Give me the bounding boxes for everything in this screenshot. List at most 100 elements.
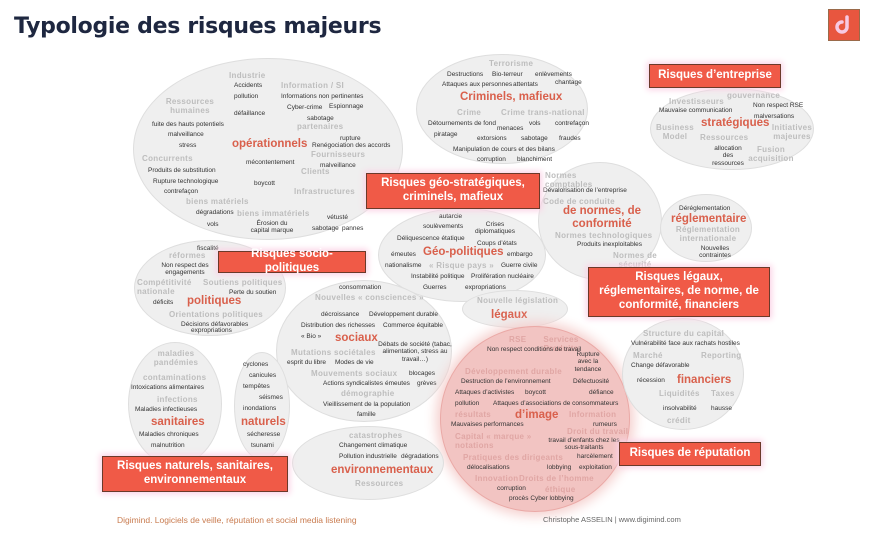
term: extorsions [477,135,507,142]
term: Maladies chroniques [139,431,199,438]
term: fraudes [559,135,581,142]
term: Renégociation des accords [312,142,391,149]
category: Information [569,410,617,419]
term: émeutes [391,251,416,258]
term: tsunami [251,442,274,449]
term: chantage [555,79,582,86]
term: Guerre civile [501,262,538,269]
term: Attaques d’activistes [455,389,515,396]
keyword-normes: de normes, de conformité [563,205,641,231]
category: Infrastructures [294,187,355,196]
term: Modes de vie [335,359,374,366]
term: Coups d’états [477,240,517,247]
category: éthique [545,485,576,494]
term: allocation des ressources [712,145,744,167]
term: mécontentement [246,159,295,166]
term: Non respect des engagements [161,262,209,277]
term: Défectuosité [573,378,610,385]
category: démographie [341,389,395,398]
term: malversations [754,113,795,120]
keyword-image: d’image [515,409,559,421]
term: sécheresse [247,431,281,438]
category: Initiatives majeures [771,123,813,142]
keyword-naturels: naturels [241,416,286,428]
category: Nouvelle législation [477,296,559,305]
term: Prolifération nucléaire [471,273,534,280]
category: Services Produits [543,335,579,354]
term: Dévalorisation de l’entreprise [543,187,627,194]
label-risques-legaux: Risques légaux, réglementaires, de norme… [588,267,770,317]
term: canicules [249,372,277,379]
term: sabotage [312,225,339,232]
term: attentats [513,81,538,88]
term: séismes [259,394,283,401]
category: Crime trans-national [501,108,585,117]
bubble-naturels: cyclones canicules tempêtes séismes inon… [234,352,290,460]
term: malveillance [320,162,356,169]
term: grèves [417,380,437,387]
term: Vieillissement de la population [323,401,411,408]
term: Manipulation de cours et des bilans [453,146,555,153]
term: Instabilité politique [411,273,465,280]
term: insolvabilité [663,405,697,412]
category: Normes de sécurité [612,251,658,270]
term: lobbying [547,464,572,471]
term: Crises diplomatiques [474,221,516,236]
term: Décisions défavorables [181,321,249,328]
term: Changement climatique [339,442,408,449]
term: stress [179,142,197,149]
category: biens matériels [186,197,249,206]
category: Droits de l’homme [519,474,594,483]
category: Pratiques des dirigeants [463,453,564,462]
bubble-reglementaire: Déréglementation Réglementation internat… [660,194,752,262]
term: Rupture avec la tendance [574,351,602,373]
bubble-image: RSE Services Produits Non respect condit… [440,326,630,512]
category: Droit du travail [567,427,629,436]
term: consommation [339,284,382,291]
category: Mutations sociétales [291,348,376,357]
term: Distribution des richesses [301,322,376,329]
category: réformes [169,251,206,260]
label-risques-naturels: Risques naturels, sanitaires, environnem… [102,456,288,492]
category: Industrie [229,71,266,80]
term: esprit du libre [287,359,327,366]
term: corruption [497,485,526,492]
label-risques-geo-strategiques: Risques géo-stratégiques, criminels, maf… [366,173,540,209]
category: Information / SI [281,81,345,90]
term: boycott [525,389,546,396]
bubble-geopolitiques: autarcie soulèvements Crises diplomatiqu… [378,208,546,302]
category: Structure du capital [643,329,725,338]
category: Capital « marque » notations [455,432,532,451]
category: Compétitivité nationale [137,278,192,297]
term: fiscalité [197,245,219,252]
bubble-legaux: Nouvelle législation légaux [462,290,568,328]
label-risques-entreprise: Risques d’entreprise [649,64,781,88]
term: Produits de substitution [148,167,216,174]
term: Actions syndicalistes [323,380,383,387]
term: Cyber-crime [287,104,323,111]
term: Maladies infectieuses [135,406,198,413]
keyword-reglementaire: réglementaire [671,213,747,225]
term: soulèvements [423,223,464,230]
category: Ressources [700,133,749,142]
keyword-sociaux: sociaux [335,332,378,344]
bubble-politiques: fiscalité réformes Non respect des engag… [134,240,286,336]
term: corruption [477,156,506,163]
category: catastrophes [349,431,403,440]
term: menaces [497,125,524,132]
bubble-operationnels: Industrie Information / SI Ressources hu… [133,58,403,240]
page-title: Typologie des risques majeurs [14,14,382,39]
term: Déréglementation [679,205,731,212]
term: blanchiment [517,156,553,163]
term: Destruction de l’environnement [461,378,551,385]
category: Réglementation internationale [675,225,741,244]
category: Fournisseurs [311,150,366,159]
term: Non respect conditions de travail [487,346,582,353]
term: Commerce équitable [383,322,443,329]
term: Intoxications alimentaires [131,384,204,391]
term: Détournements de fond [428,120,496,127]
term: sabotage [521,135,548,142]
category: biens immatériels [237,209,310,218]
category: Orientations politiques [169,310,264,319]
term: Développement durable [369,311,439,318]
